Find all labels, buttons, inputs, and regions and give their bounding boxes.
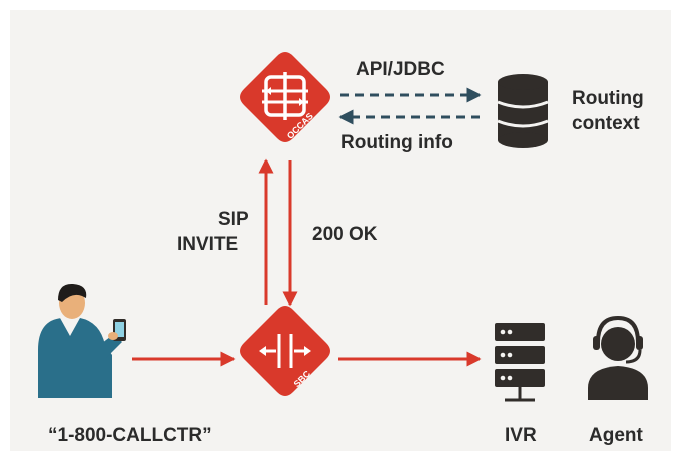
sbc-icon: SBC [240,306,330,396]
diagram-background [10,10,671,451]
ivr-label: IVR [505,425,537,446]
routing-info-label: Routing info [341,132,453,153]
caller-number-label: “1-800-CALLCTR” [48,425,212,446]
database-icon [497,74,549,148]
ok-200-label: 200 OK [312,224,378,245]
routing-context-label-line2: context [572,113,640,134]
ivr-server-icon [495,323,545,402]
agent-label: Agent [589,425,643,446]
caller-icon [38,283,126,398]
routing-context-label-line1: Routing [572,88,644,109]
sip-invite-label-line1: SIP [218,209,249,230]
occas-icon: OCCAS [240,52,330,142]
api-jdbc-label: API/JDBC [356,59,445,80]
agent-headset-icon [588,315,648,400]
sip-invite-label-line2: INVITE [177,234,239,255]
